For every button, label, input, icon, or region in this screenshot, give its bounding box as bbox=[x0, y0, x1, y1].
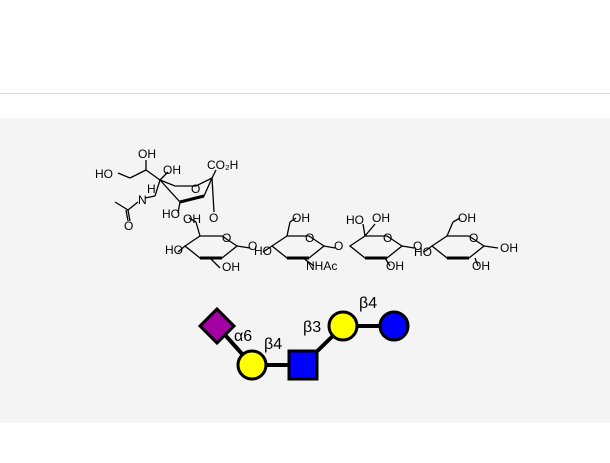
linkage-o-3: O bbox=[334, 239, 343, 253]
sia-ring-o: O bbox=[191, 182, 200, 196]
sia-ho-bottom: HO bbox=[162, 207, 180, 221]
gal2-oh-top: OH bbox=[372, 211, 390, 225]
sia-nh-h: H bbox=[147, 182, 156, 196]
sia-n: N bbox=[138, 193, 147, 207]
glc-ring-o: O bbox=[469, 231, 478, 245]
glc-oh-top: OH bbox=[458, 211, 476, 225]
top-bar bbox=[0, 0, 610, 94]
gal2-ring-o: O bbox=[383, 231, 392, 245]
gal2-ho-top: HO bbox=[346, 213, 364, 227]
gal1-ring-o: O bbox=[222, 231, 231, 245]
bold-bonds bbox=[179, 194, 469, 260]
gal1-oh-top: OH bbox=[183, 212, 201, 226]
footer-area bbox=[0, 423, 610, 463]
glcnac-square-icon bbox=[287, 349, 319, 381]
gal2-oh-bottom: OH bbox=[386, 259, 404, 273]
linkage-label-alpha6: α6 bbox=[234, 328, 252, 345]
linkage-o-2: O bbox=[248, 239, 257, 253]
sia-co2h: CO₂H bbox=[207, 158, 238, 172]
galactose-circle-icon bbox=[236, 349, 268, 381]
galactose-circle-icon bbox=[327, 310, 359, 342]
sia-oh-ring-top: OH bbox=[163, 163, 181, 177]
glcnac-nhac: NHAc bbox=[306, 259, 337, 273]
glc-ho-left: HO bbox=[414, 245, 432, 259]
linkage-o-4: O bbox=[413, 239, 422, 253]
neu5ac-diamond-icon bbox=[197, 306, 237, 346]
glc-oh-bottom: OH bbox=[472, 259, 490, 273]
gal1-ho-left: HO bbox=[165, 243, 183, 257]
glcnac-oh-top: OH bbox=[292, 211, 310, 225]
glc-oh-right: OH bbox=[500, 241, 518, 255]
sia-carbonyl-o: O bbox=[124, 219, 133, 233]
glucose-circle-icon bbox=[378, 310, 410, 342]
glcnac-ho-left: HO bbox=[254, 244, 272, 258]
glcnac-ring-o: O bbox=[305, 231, 314, 245]
structure-svg: HO OH OH CO₂H H N O O HO O OH O HO OH O … bbox=[95, 147, 518, 381]
image-panel: HO OH OH CO₂H H N O O HO O OH O HO OH O … bbox=[0, 118, 610, 423]
linkage-o-1: O bbox=[209, 211, 218, 225]
linkage-label-beta4: β4 bbox=[359, 295, 377, 312]
linkage-label-beta4: β4 bbox=[264, 336, 282, 353]
gal1-oh-bottom: OH bbox=[222, 260, 240, 274]
linkage-label-beta3: β3 bbox=[303, 319, 321, 336]
sia-oh-top: OH bbox=[138, 147, 156, 161]
sia-ho-left: HO bbox=[95, 167, 113, 181]
